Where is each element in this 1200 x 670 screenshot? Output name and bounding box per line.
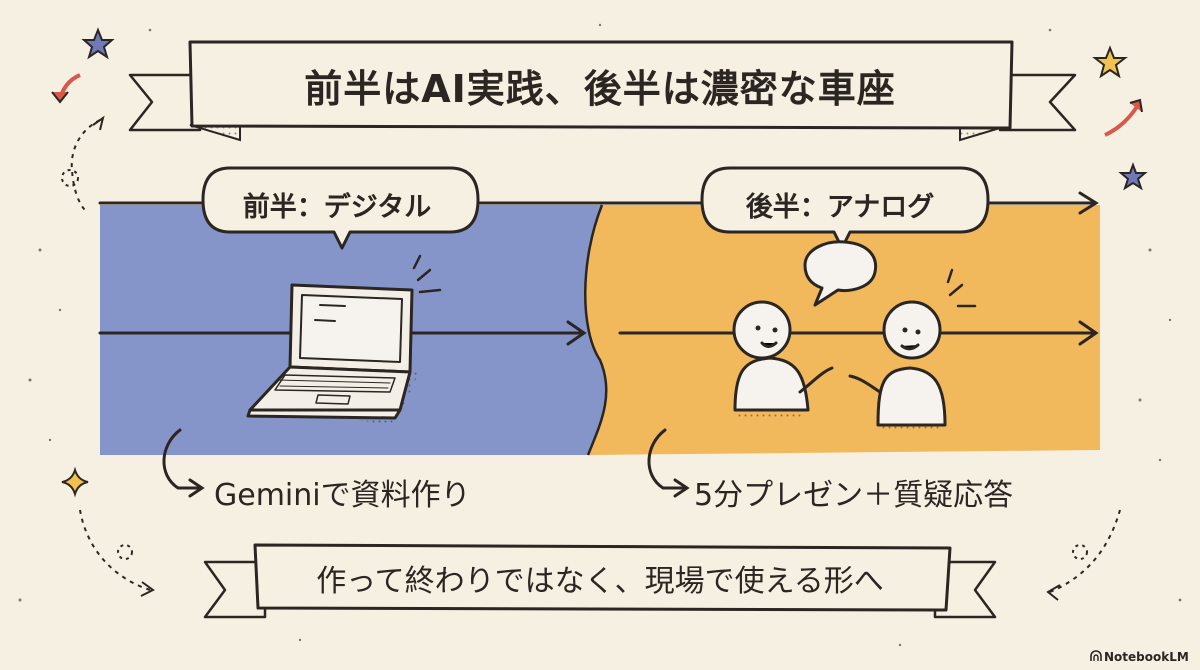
star-icon xyxy=(1092,45,1128,79)
footer-message: 作って終わりではなく、現場で使える形へ xyxy=(316,564,884,599)
sparkle-icon xyxy=(61,466,89,498)
arrow-icon xyxy=(1104,103,1140,137)
caption-arrows xyxy=(162,428,690,498)
first-half-label: 前半：デジタル xyxy=(242,192,432,223)
first-half-caption: Geminiで資料作り xyxy=(214,478,471,513)
second-half-caption: 5分プレゼン＋質疑応答 xyxy=(694,478,1014,513)
notebooklm-logo-icon xyxy=(1090,650,1102,661)
banner-title: 前半はAI実践、後半は濃密な車座 xyxy=(304,67,896,111)
two-people-talking-icon xyxy=(732,240,977,430)
star-icon xyxy=(81,27,115,60)
brand-name: NotebookLM xyxy=(1104,650,1189,664)
footer-banner xyxy=(203,543,997,619)
star-icon xyxy=(1118,162,1148,191)
second-half-label: 後半：アナログ xyxy=(745,192,935,223)
laptop-icon xyxy=(246,254,442,425)
decorations xyxy=(18,23,1182,647)
title-banner xyxy=(128,40,1077,142)
first-half-label-bubble xyxy=(201,166,480,250)
second-half-panel xyxy=(585,205,1100,455)
second-half-label-bubble xyxy=(700,166,990,250)
